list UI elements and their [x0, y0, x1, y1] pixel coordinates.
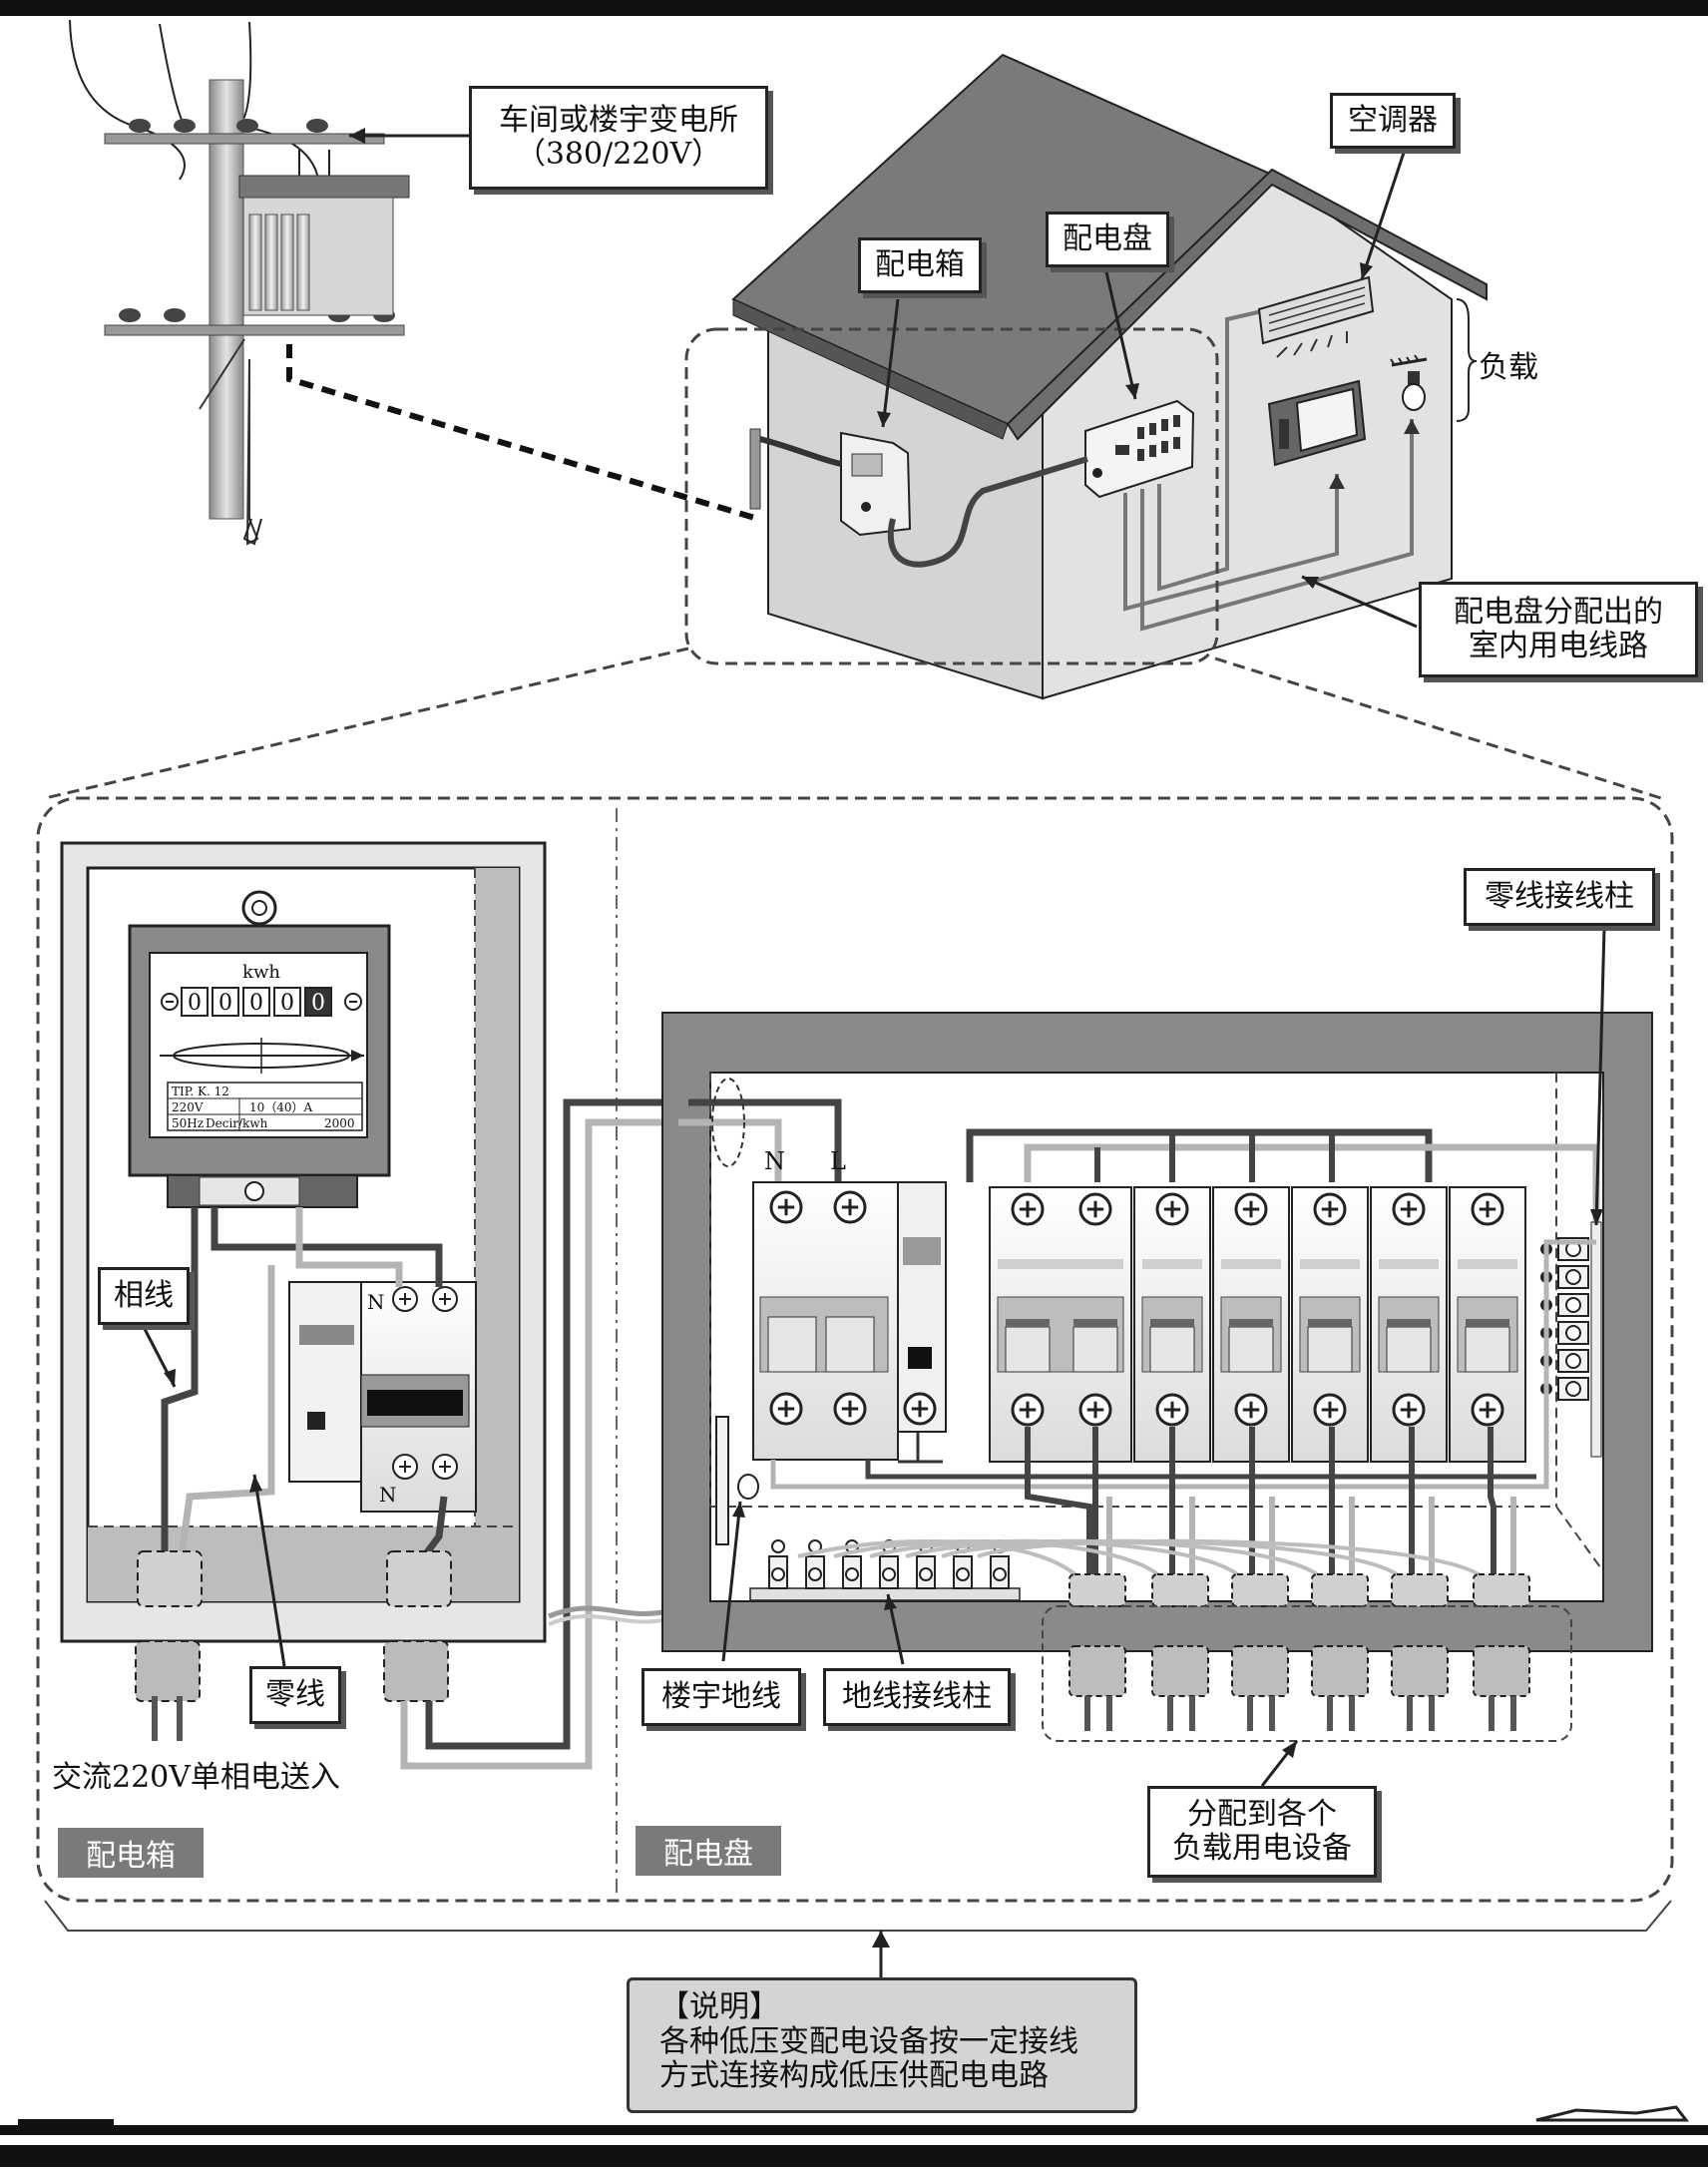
main-breaker-screw	[833, 1392, 867, 1426]
label-distribution-board: 配电盘	[1046, 212, 1169, 267]
tag-distribution-box: 配电箱	[58, 1828, 204, 1878]
label-air-conditioner: 空调器	[1330, 93, 1456, 149]
top-rule	[0, 0, 1708, 16]
neutral-terminal-post	[1540, 1265, 1589, 1289]
meter-digit: 0	[280, 991, 294, 1016]
label-indoor-circuits-line-1: 配电盘分配出的	[1454, 594, 1663, 630]
meter-spec-1: 220V	[172, 1100, 204, 1114]
tag-distribution-board: 配电盘	[636, 1826, 781, 1876]
small-breaker-n-bottom: N	[379, 1483, 397, 1507]
meter-spec-3: 50Hz	[172, 1116, 204, 1130]
branch-breaker-screw-top	[1011, 1192, 1045, 1226]
note-line-1: 各种低压变配电设备按一定接线	[659, 2023, 1078, 2059]
branch-breaker	[989, 1186, 1132, 1463]
branch-breaker-screw-bottom	[1471, 1393, 1504, 1427]
note-title: 【说明】	[659, 1989, 779, 2024]
branch-breaker-screw-top	[1313, 1192, 1347, 1226]
meter-spec-2: 10（40）A	[249, 1100, 313, 1114]
meter-digit: 0	[218, 991, 232, 1016]
main-breaker-screw	[903, 1392, 937, 1426]
small-breaker-n-top: N	[367, 1290, 385, 1314]
branch-breaker-screw-bottom	[1313, 1393, 1347, 1427]
house	[731, 53, 1488, 700]
utility-pole	[69, 19, 410, 546]
meter-digit: 0	[188, 991, 202, 1016]
label-load: 负载	[1479, 350, 1538, 385]
label-ground-terminal: 地线接线柱	[823, 1668, 1011, 1726]
meter-digit-box	[304, 987, 332, 1017]
branch-breaker	[1133, 1186, 1211, 1463]
meter-digit: 0	[249, 991, 263, 1016]
neutral-terminal-post	[1540, 1293, 1589, 1317]
detail-outline	[36, 796, 1674, 1903]
label-substation-line-1: 车间或楼宇变电所	[499, 102, 738, 138]
branch-breaker-screw-bottom	[1078, 1393, 1112, 1427]
branch-breaker-screw-top	[1471, 1192, 1504, 1226]
bottom-rule	[0, 2125, 1708, 2135]
meter-spec-5: 2000	[324, 1116, 355, 1130]
branch-output-cable	[941, 1427, 1449, 1731]
label-indoor-circuits: 配电盘分配出的 室内用电线路	[1419, 582, 1698, 677]
branch-output-cable	[833, 1427, 1209, 1731]
branch-breaker-screw-top	[1155, 1192, 1189, 1226]
label-building-ground: 楼宇地线	[641, 1668, 801, 1726]
ground-terminal-post	[805, 1539, 825, 1589]
meter-spec-4: Decir/kwh	[206, 1116, 268, 1130]
label-ac-input: 交流220V单相电送入	[52, 1760, 340, 1795]
branch-breaker	[1212, 1186, 1290, 1463]
neutral-terminal-post	[1540, 1349, 1589, 1373]
label-distribute-loads-line-2: 负载用电设备	[1172, 1831, 1352, 1866]
meter-digit-box	[212, 987, 239, 1017]
branch-breaker	[1291, 1186, 1369, 1463]
label-substation: 车间或楼宇变电所 （380/220V）	[469, 86, 768, 190]
label-neutral-line: 零线	[249, 1666, 341, 1724]
meter-spec-0: TIP. K. 12	[172, 1085, 229, 1098]
label-distribute-loads-line-1: 分配到各个	[1187, 1796, 1337, 1832]
note-line-2: 方式连接构成低压供配电电路	[659, 2058, 1049, 2093]
main-breaker-screw	[769, 1392, 803, 1426]
main-breaker-l: L	[830, 1147, 846, 1175]
main-breaker-screw	[833, 1190, 867, 1224]
branch-breaker-screw-bottom	[1234, 1393, 1268, 1427]
ground-terminal-post	[842, 1539, 862, 1589]
meter-digit-box	[181, 987, 209, 1017]
label-distribute-loads: 分配到各个 负载用电设备	[1147, 1786, 1377, 1878]
branch-breaker-screw-top	[1078, 1192, 1112, 1226]
meter-digit-box	[273, 987, 301, 1017]
label-substation-line-2: （380/220V）	[515, 137, 722, 172]
ground-terminal-post	[768, 1539, 788, 1589]
branch-breaker	[1449, 1186, 1526, 1463]
branch-breaker-screw-top	[1392, 1192, 1426, 1226]
distribution-board-detail: N L	[661, 927, 1653, 1787]
main-breaker-n: N	[764, 1147, 785, 1175]
explanation-note: 【说明】 各种低压变配电设备按一定接线 方式连接构成低压供配电电路	[627, 1977, 1137, 2113]
branch-breaker-screw-bottom	[1011, 1393, 1045, 1427]
label-phase-line: 相线	[98, 1267, 190, 1325]
branch-output-cable	[977, 1427, 1530, 1731]
branch-breaker-screw-bottom	[1155, 1393, 1189, 1427]
label-indoor-circuits-line-2: 室内用电线路	[1469, 629, 1648, 663]
branch-breaker-screw-top	[1234, 1192, 1268, 1226]
branch-breaker-screw-bottom	[1392, 1393, 1426, 1427]
meter-digit-box	[242, 987, 270, 1017]
label-neutral-terminal: 零线接线柱	[1464, 868, 1655, 926]
label-distribution-box: 配电箱	[858, 237, 982, 293]
meter-digit: 0	[311, 991, 325, 1016]
meter-unit: kwh	[242, 962, 280, 983]
neutral-terminal-post	[1540, 1321, 1589, 1345]
branch-breaker	[1370, 1186, 1448, 1463]
main-breaker-screw	[769, 1190, 803, 1224]
